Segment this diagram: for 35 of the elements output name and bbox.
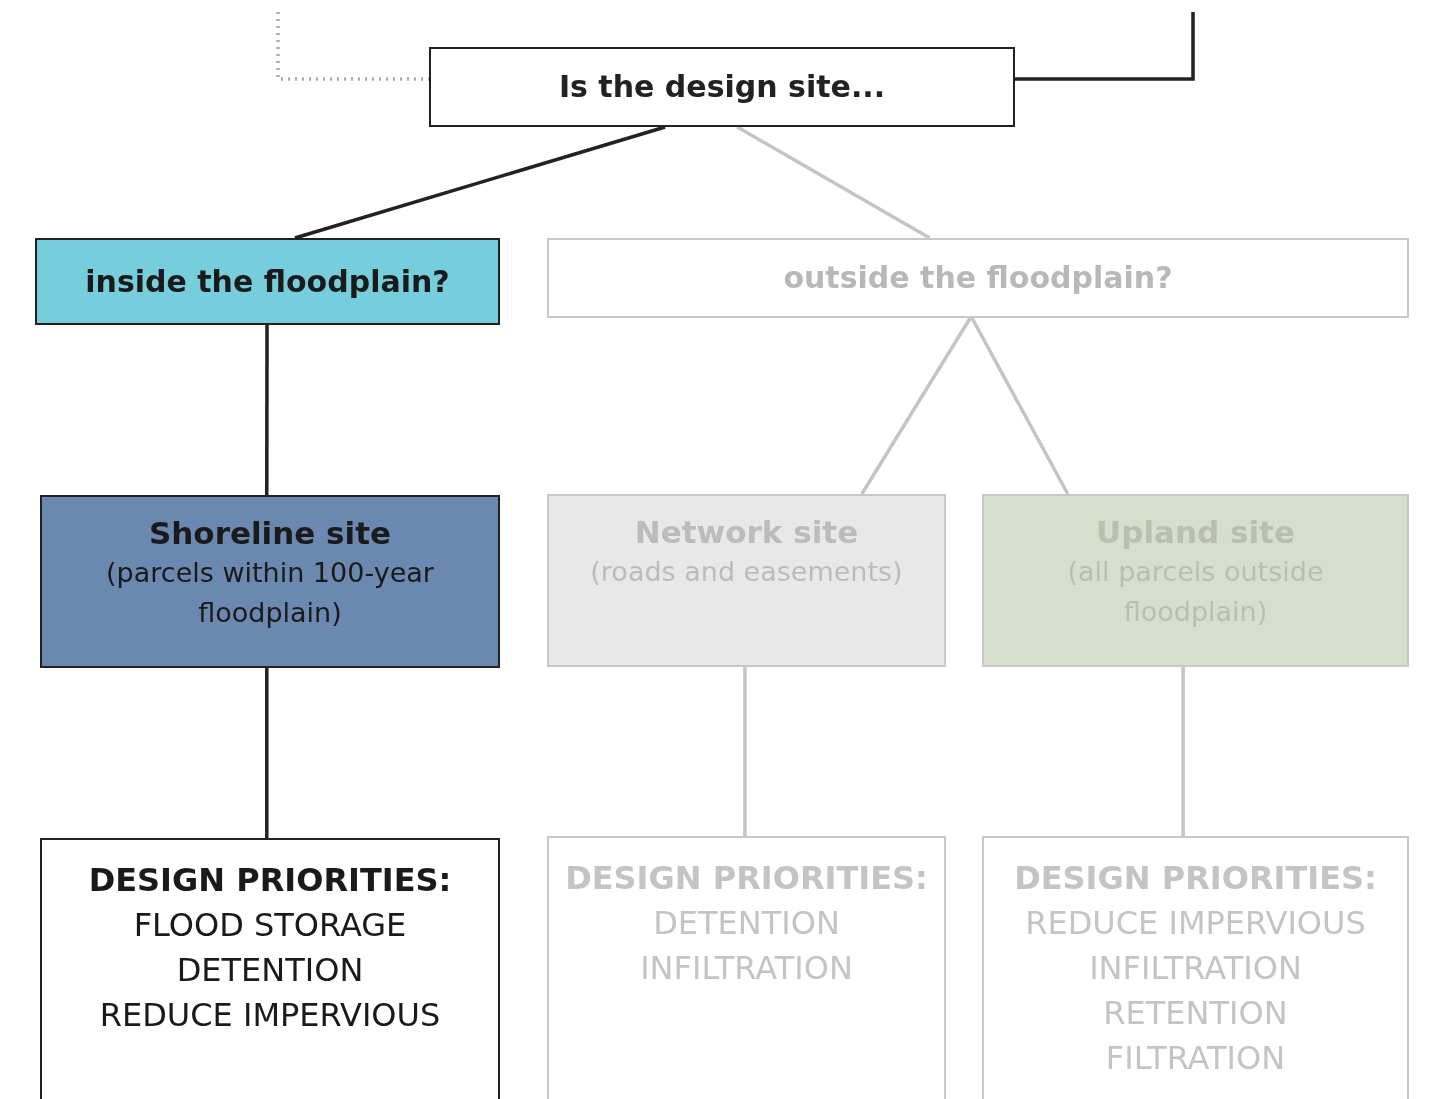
box-heading: inside the floodplain? — [84, 262, 451, 301]
connector-line — [265, 325, 269, 495]
priority-item: INFILTRATION — [1088, 948, 1303, 989]
connector-line — [860, 317, 972, 495]
connector-line — [1015, 12, 1195, 81]
priorities-heading: DESIGN PRIORITIES: — [564, 858, 929, 899]
question-box — [35, 238, 500, 325]
priorities-box — [547, 836, 946, 1099]
box-heading: Is the design site... — [557, 68, 887, 106]
priority-item: FILTRATION — [1104, 1038, 1287, 1079]
priorities-heading: DESIGN PRIORITIES: — [87, 860, 453, 901]
priorities-box — [982, 836, 1409, 1099]
connector-line — [736, 125, 931, 240]
connector-line — [743, 667, 747, 836]
connector-line — [294, 125, 666, 240]
priority-item: INFILTRATION — [639, 948, 854, 989]
box-description: (parcels within 100-year floodplain) — [105, 556, 435, 630]
site-box — [547, 494, 946, 667]
priority-item: RETENTION — [1102, 993, 1289, 1034]
box-heading: Shoreline site — [147, 514, 393, 553]
connector-line — [970, 317, 1070, 495]
priority-item: FLOOD STORAGE — [132, 905, 408, 946]
priority-item: REDUCE IMPERVIOUS — [1024, 903, 1367, 944]
connector-line — [1181, 667, 1185, 836]
box-heading: outside the floodplain? — [782, 259, 1174, 297]
question-box — [547, 238, 1409, 318]
priorities-box — [40, 838, 500, 1099]
site-box — [40, 495, 500, 668]
priorities-heading: DESIGN PRIORITIES: — [1013, 858, 1378, 899]
site-box — [982, 494, 1409, 667]
priority-item: REDUCE IMPERVIOUS — [98, 995, 442, 1036]
question-box — [429, 47, 1015, 127]
priority-item: DETENTION — [652, 903, 841, 944]
priority-item: DETENTION — [175, 950, 365, 991]
connector-line — [265, 668, 269, 838]
